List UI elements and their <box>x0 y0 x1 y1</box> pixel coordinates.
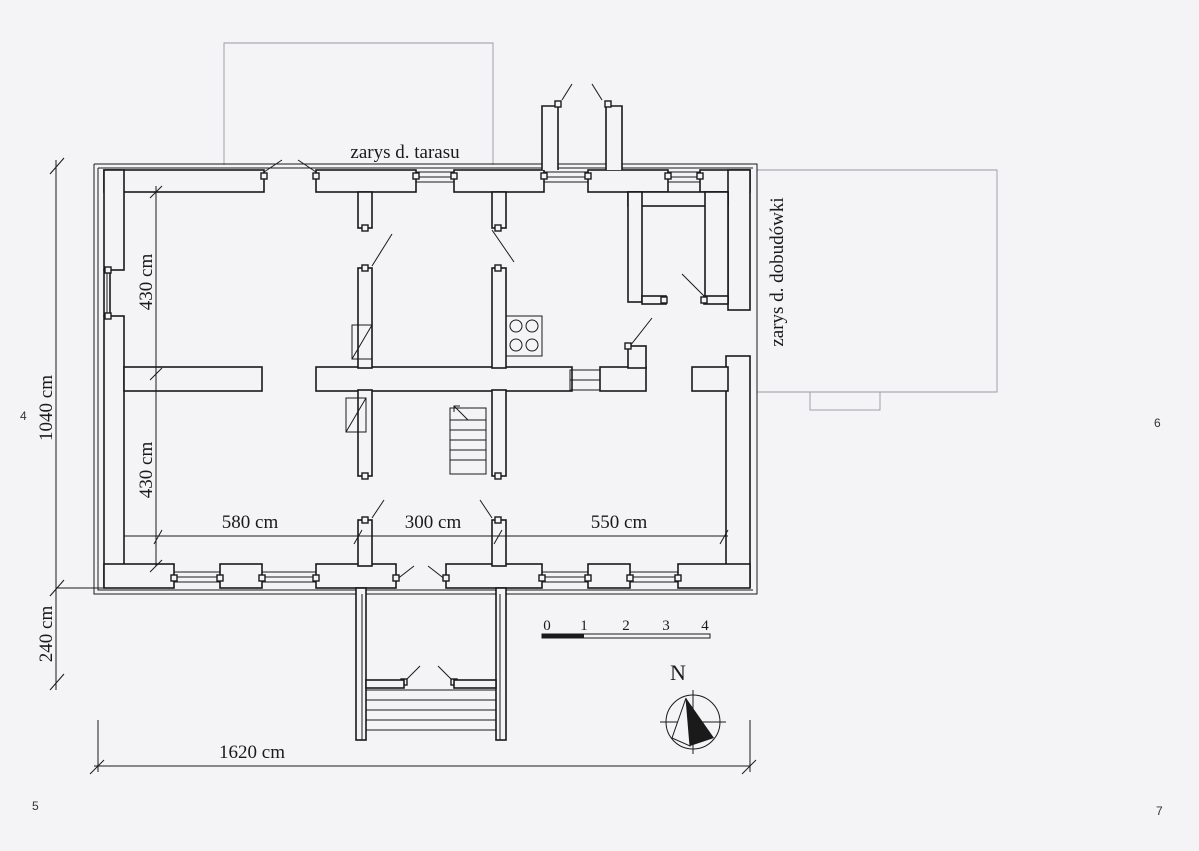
page-number-right-bottom: 7 <box>1156 804 1163 818</box>
scale-tick-3: 3 <box>662 618 670 634</box>
scale-bar: 0 1 2 3 4 <box>541 618 711 639</box>
dim-room-width-middle: 300 cm <box>405 512 462 533</box>
dim-total-height: 1040 cm <box>36 375 57 441</box>
porch <box>355 587 507 741</box>
vestibule <box>541 83 623 170</box>
terrace-outline <box>223 42 494 165</box>
outer-wall <box>93 163 758 595</box>
page-number-left-bottom: 5 <box>32 799 39 813</box>
bottom-wall <box>103 563 751 589</box>
dim-room-height-top: 430 cm <box>136 254 157 311</box>
top-wall <box>103 169 751 193</box>
stove <box>505 315 543 357</box>
right-wall <box>725 169 751 587</box>
extension-outline-label: zarys d. dobudówki <box>767 197 788 346</box>
extension-outline <box>757 169 998 411</box>
dim-room-width-left: 580 cm <box>222 512 279 533</box>
dim-porch-depth: 240 cm <box>36 606 57 663</box>
dimension-lines <box>49 157 757 775</box>
staircase <box>449 369 601 475</box>
dim-room-width-right: 550 cm <box>591 512 648 533</box>
dim-total-width: 1620 cm <box>219 742 285 763</box>
scale-tick-2: 2 <box>622 618 630 634</box>
scale-tick-0: 0 <box>543 618 551 634</box>
scale-bar-fill <box>542 634 584 638</box>
scale-tick-1: 1 <box>580 618 588 634</box>
page-number-left-middle: 4 <box>20 409 27 423</box>
left-wall <box>103 169 125 587</box>
scale-tick-4: 4 <box>701 618 709 634</box>
interior-walls <box>123 191 729 567</box>
north-arrow: N <box>660 660 726 754</box>
dim-room-height-bottom: 430 cm <box>136 442 157 499</box>
terrace-outline-label: zarys d. tarasu <box>350 142 460 163</box>
north-label: N <box>670 660 686 685</box>
chimney <box>345 324 373 433</box>
page-number-right-middle: 6 <box>1154 416 1161 430</box>
